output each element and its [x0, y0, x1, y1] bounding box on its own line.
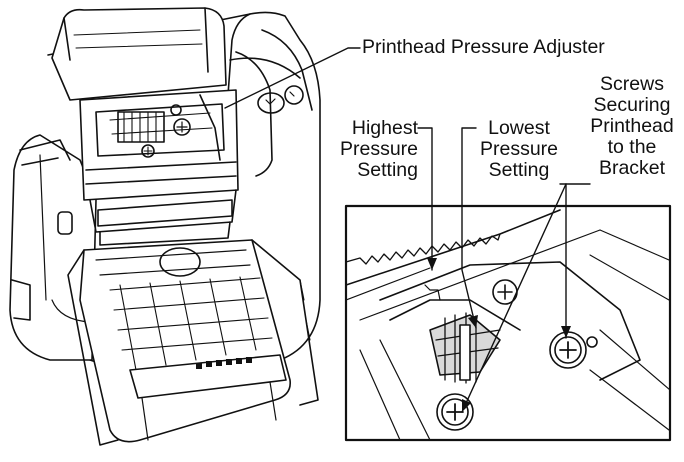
label-screws-securing-printhead: Screws Securing Printhead to the Bracket [590, 73, 674, 179]
label-highest-pressure-setting: Highest Pressure Setting [339, 117, 418, 181]
callout-lines [224, 47, 591, 413]
callout-arrows [427, 258, 571, 412]
detail-inset [344, 204, 672, 442]
printer-illustration [9, 7, 321, 446]
label-printhead-pressure-adjuster: Printhead Pressure Adjuster [362, 36, 605, 58]
label-lowest-pressure-setting: Lowest Pressure Setting [479, 117, 559, 181]
